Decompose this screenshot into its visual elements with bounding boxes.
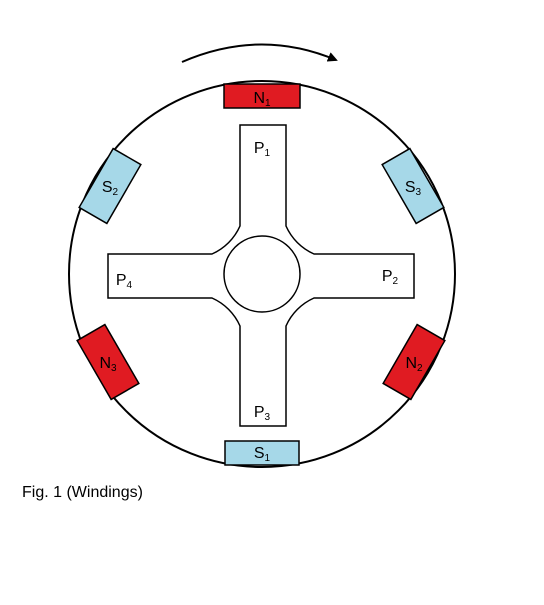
magnet-label-s3: S3 <box>405 179 422 198</box>
pole-label-p3: P3 <box>254 404 271 423</box>
magnet-n2: N2 <box>382 323 446 401</box>
magnet-label-s1: S1 <box>254 445 271 464</box>
rotor-hub <box>223 235 301 313</box>
magnet-n1: N1 <box>223 83 301 109</box>
magnet-label-n1: N1 <box>253 90 271 109</box>
magnet-s2: S2 <box>78 147 142 225</box>
rotation-arrow-icon <box>181 43 338 63</box>
magnet-label-n2: N2 <box>405 355 423 374</box>
pole-label-p4: P4 <box>116 272 133 291</box>
figure-caption: Fig. 1 (Windings) <box>22 484 143 501</box>
magnet-s1: S1 <box>224 440 300 466</box>
magnet-s3: S3 <box>381 147 445 225</box>
pole-label-p1: P1 <box>254 140 271 159</box>
magnet-label-n3: N3 <box>99 355 117 374</box>
magnet-n3: N3 <box>76 323 140 401</box>
pole-label-p2: P2 <box>382 268 399 287</box>
magnet-label-s2: S2 <box>102 179 119 198</box>
